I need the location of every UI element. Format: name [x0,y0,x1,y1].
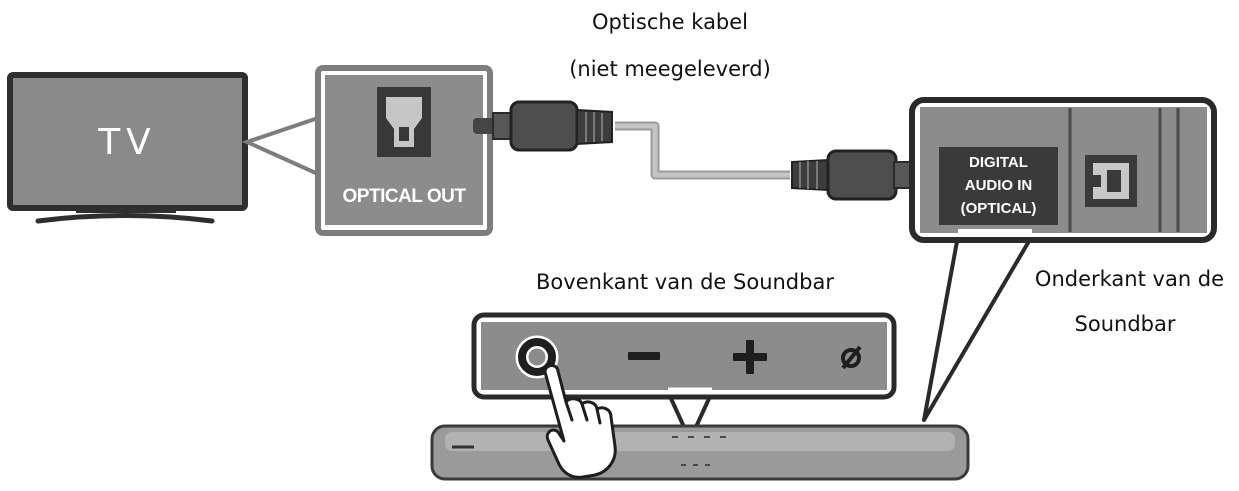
soundbar-top-panel [471,312,897,442]
digital-audio-in-line1: DIGITAL [969,154,1028,171]
pointing-hand-icon [543,364,617,479]
tv-port-callout [241,116,319,176]
optical-cable [473,100,936,201]
digital-audio-in-badge [939,147,1058,225]
soundbar-bottom-caption-line2: Soundbar [1074,312,1176,336]
power-button[interactable] [515,335,559,379]
volume-up-button[interactable] [733,340,767,374]
tv-stand [35,213,215,224]
tv-bezel-bottom [76,208,176,213]
tv-port-panel [315,65,493,236]
cable-line [615,121,790,180]
tv-label: TV [98,122,157,163]
soundbar-port-callout [922,234,1034,422]
optical-out-port-icon [377,87,431,157]
soundbar-bottom-caption-line1: Onderkant van de [1034,267,1225,291]
digital-audio-in-line2: AUDIO IN [964,177,1033,194]
input-icon [841,345,862,370]
input-source-button[interactable] [841,345,862,370]
cable-caption-line2: (niet meegeleverd) [569,57,771,81]
soundbar [430,424,970,481]
volume-down-button[interactable] [628,352,660,360]
minus-icon [628,352,660,360]
optical-in-port-icon [1085,155,1137,207]
left-plug-icon [473,100,613,152]
digital-audio-in-label: DIGITAL AUDIO IN (OPTICAL) [939,151,1058,220]
soundbar-top-caption: Bovenkant van de Soundbar [536,270,834,294]
soundbar-port-panel [909,97,1217,422]
plus-icon [733,340,767,374]
digital-audio-in-line3: (OPTICAL) [960,200,1037,217]
optical-out-label: OPTICAL OUT [342,186,466,207]
cable-caption-line1: Optische kabel [591,10,749,34]
